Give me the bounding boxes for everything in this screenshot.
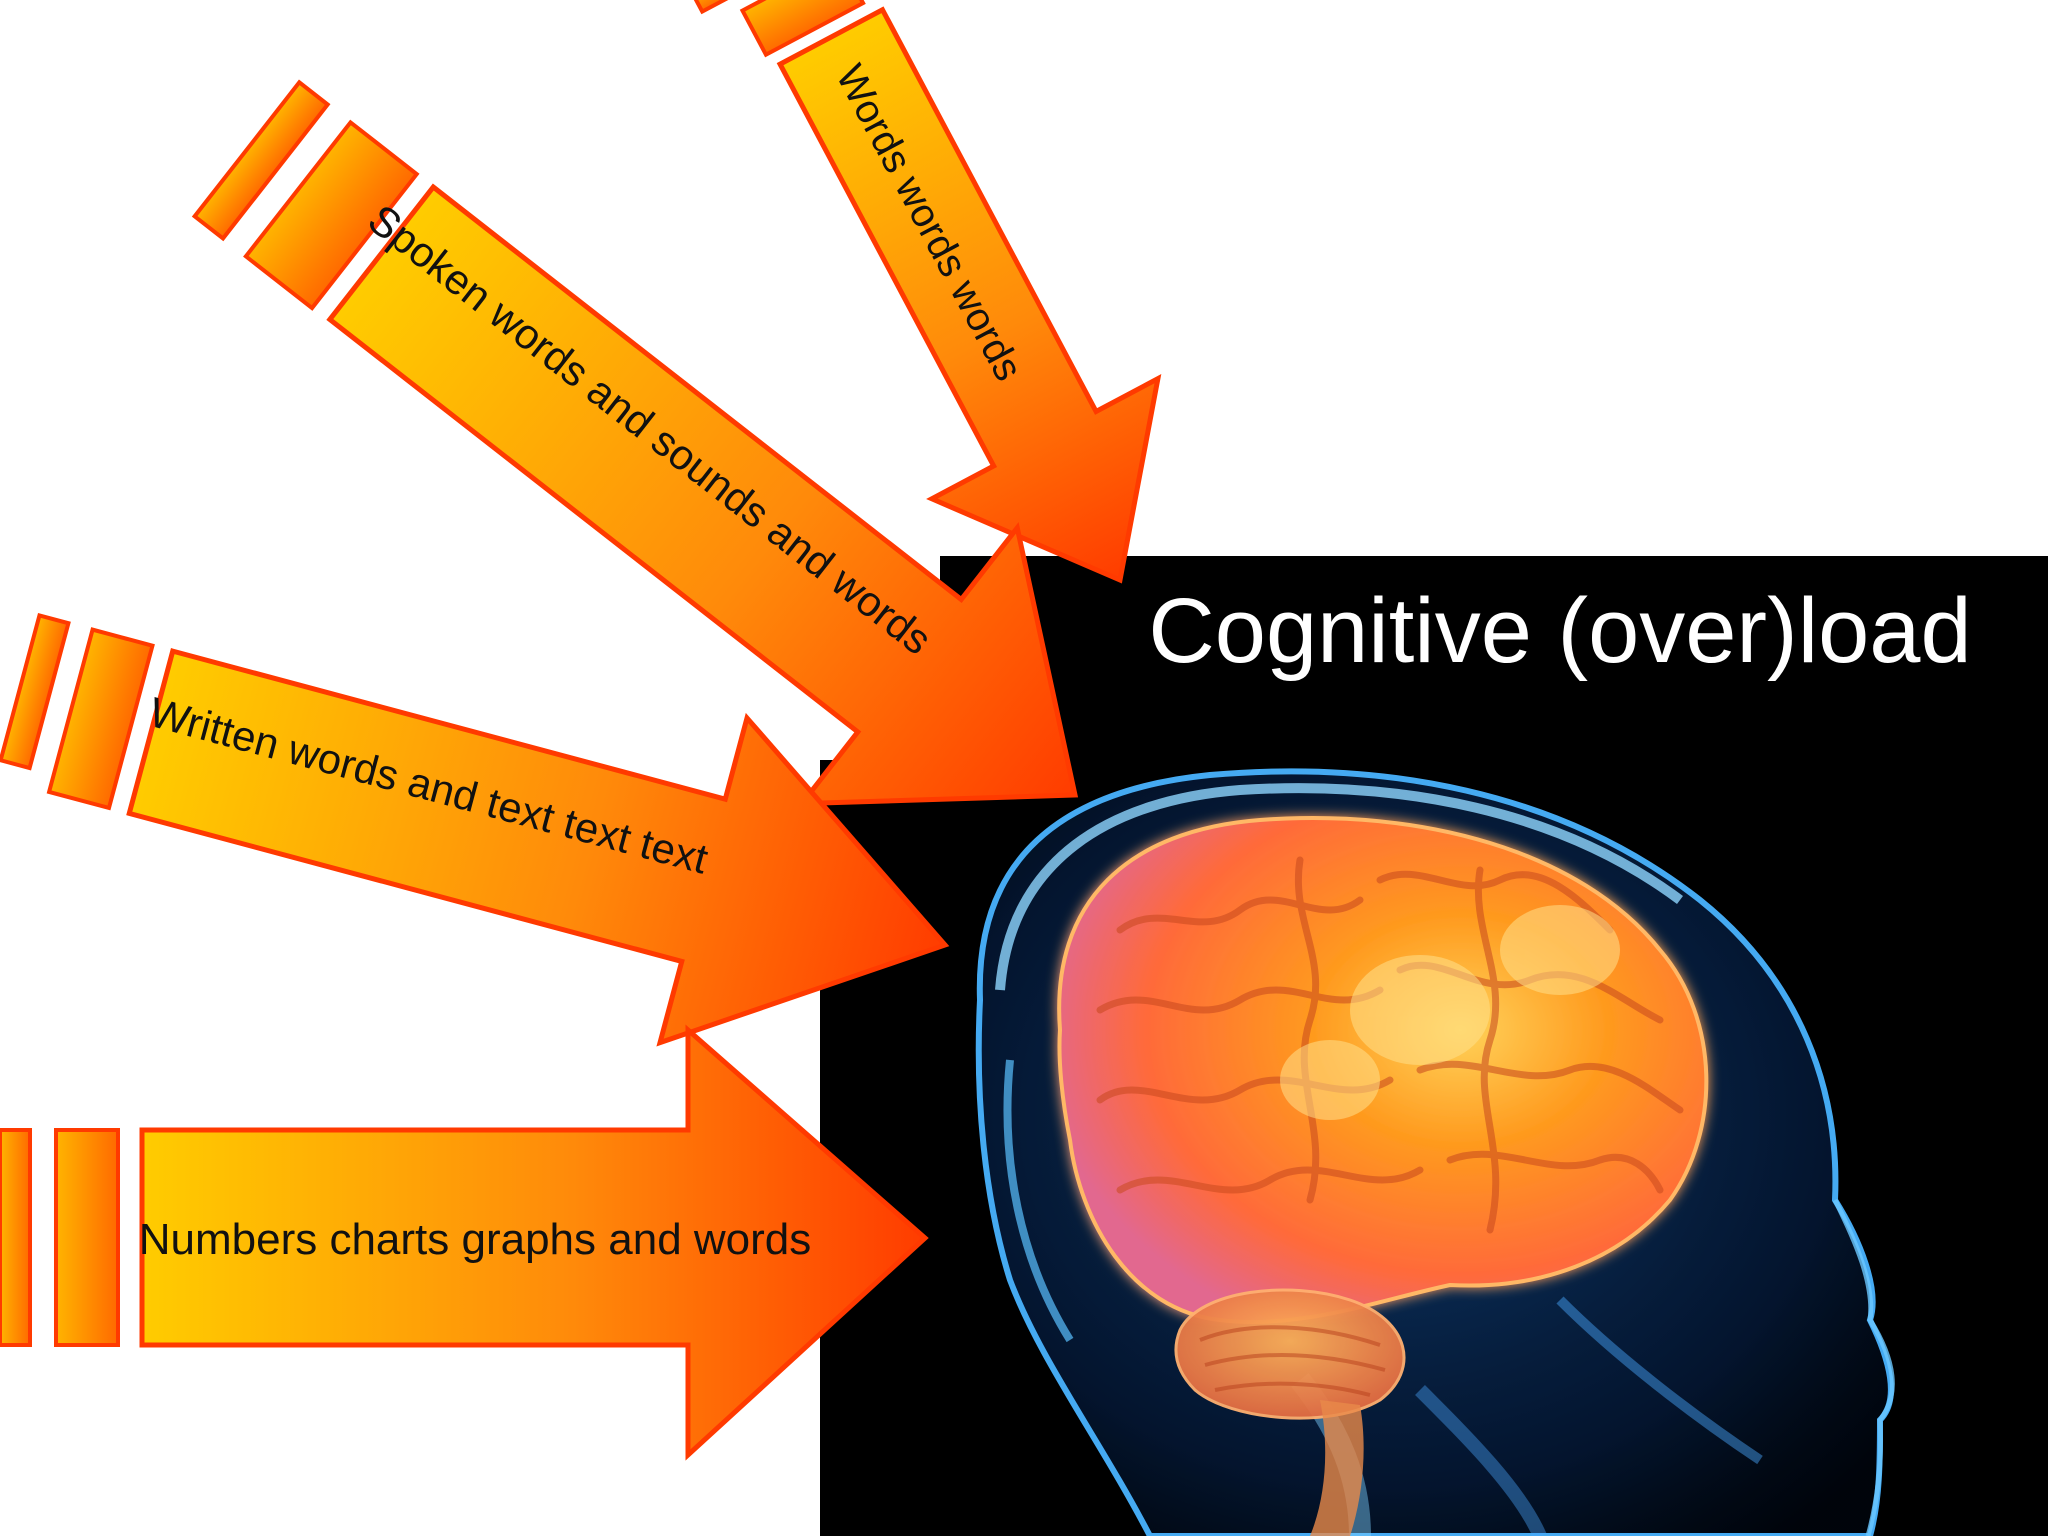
arrow-label: Numbers charts graphs and words bbox=[139, 1215, 812, 1264]
arrow-body bbox=[139, 1024, 929, 1461]
arrow-stub-bar bbox=[0, 612, 71, 771]
arrow-stub-bar bbox=[54, 1128, 120, 1347]
brain-head-illustration bbox=[975, 768, 1895, 1536]
arrow-body bbox=[776, 6, 1162, 584]
arrow-body bbox=[126, 648, 950, 1047]
arrow-stub-bar bbox=[689, 0, 803, 15]
arrow-stub-bar bbox=[739, 0, 866, 58]
arrow-stub-bar bbox=[243, 119, 420, 311]
arrow-stub-bar bbox=[191, 79, 331, 242]
arrow-stub-bar bbox=[0, 1128, 32, 1347]
slide-title: Cognitive (over)load bbox=[1148, 580, 1971, 682]
arrow-body bbox=[326, 183, 1079, 807]
arrow-numbers-charts: Numbers charts graphs and words bbox=[0, 1024, 929, 1461]
arrow-stub-bar bbox=[46, 627, 155, 811]
arrow-label: Spoken words and sounds and words bbox=[360, 195, 941, 663]
